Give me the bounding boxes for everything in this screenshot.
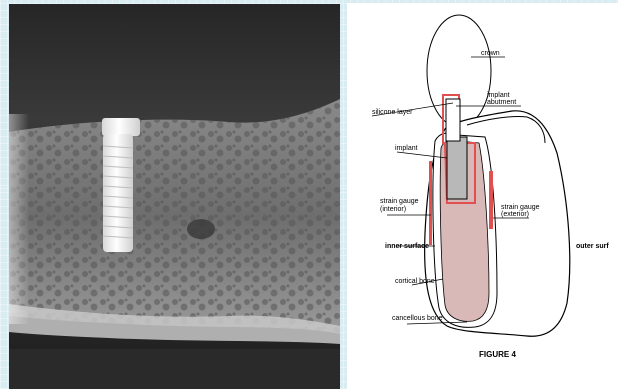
label-inner-surface: inner surface <box>385 243 429 250</box>
diagram-figure: crown implant abutment silicone layer im… <box>347 3 618 389</box>
xray-radiograph <box>9 4 340 389</box>
implant-shape <box>447 137 467 199</box>
label-cancellous-bone: cancellous bone <box>392 315 443 322</box>
label-strain-gauge-exterior-line2: (exterior) <box>501 211 529 218</box>
label-outer-surface: outer surf <box>576 243 609 250</box>
label-cortical-bone: cortical bone <box>395 278 435 285</box>
label-strain-gauge-interior-line2: (interior) <box>380 206 406 213</box>
implant-diagram: crown implant abutment silicone layer im… <box>347 3 618 389</box>
abutment-shape <box>446 99 460 141</box>
figure-caption: FIGURE 4 <box>479 350 516 359</box>
label-strain-gauge-exterior-line1: strain gauge <box>501 204 540 211</box>
strain-gauge-interior <box>429 161 432 245</box>
label-silicone-layer: silicone layer <box>372 109 413 116</box>
label-strain-gauge-interior-line1: strain gauge <box>380 198 419 205</box>
label-implant-abutment-line2: abutment <box>487 99 516 106</box>
label-implant-abutment-line1: implant <box>487 92 510 99</box>
xray-image <box>9 4 340 389</box>
strain-gauge-exterior <box>489 171 493 229</box>
label-implant: implant <box>395 145 418 152</box>
label-crown: crown <box>481 50 500 57</box>
